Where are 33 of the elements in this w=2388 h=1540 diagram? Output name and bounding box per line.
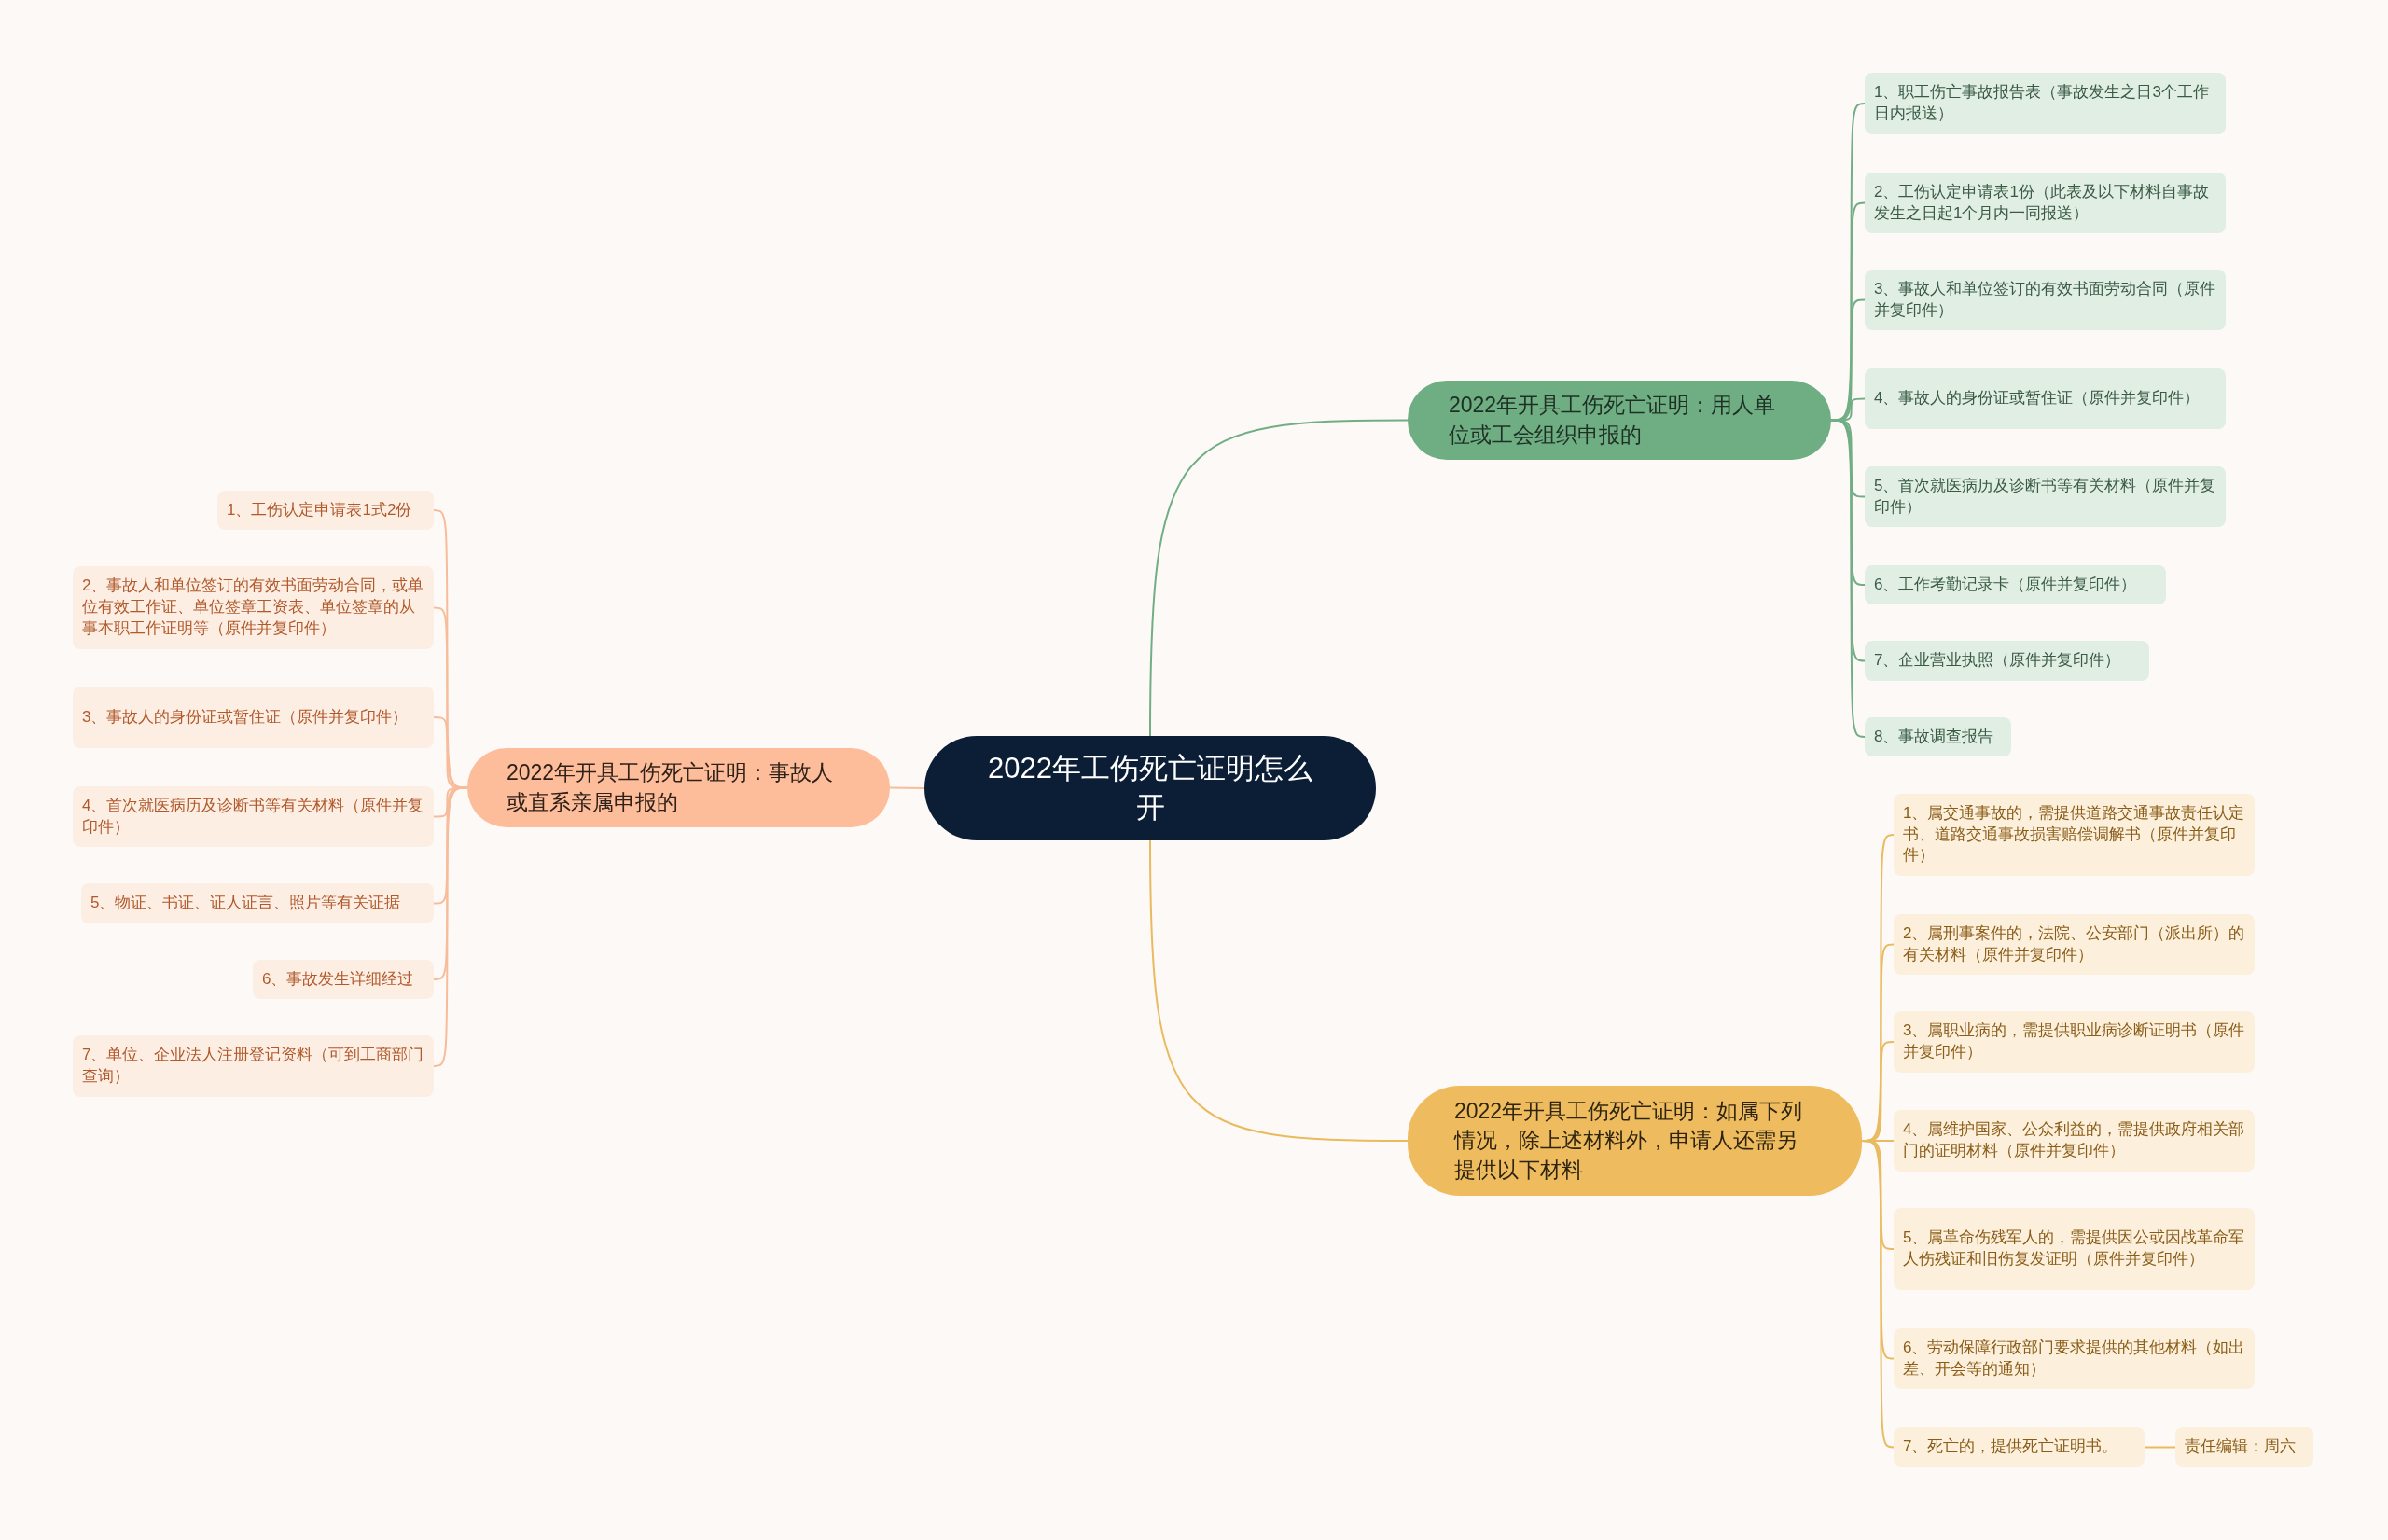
item-card: 7、单位、企业法人注册登记资料（可到工商部门查询） [73,1035,434,1097]
central-topic: 2022年工伤死亡证明怎么开 [924,736,1376,840]
item-card: 6、工作考勤记录卡（原件并复印件） [1865,565,2166,604]
item-card: 5、属革命伤残军人的，需提供因公或因战革命军人伤残证和旧伤复发证明（原件并复印件） [1894,1208,2255,1290]
connector-line [1149,419,1409,737]
connector-line [1861,1140,1895,1449]
item-card: 2、属刑事案件的，法院、公安部门（派出所）的有关材料（原件并复印件） [1894,914,2255,975]
item-card: 5、物证、书证、证人证言、照片等有关证据 [81,883,434,923]
item-card: 1、工伤认定申请表1式2份 [217,491,434,530]
item-card: 责任编辑：周六 [2175,1427,2313,1467]
item-card: 4、首次就医病历及诊断书等有关材料（原件并复印件） [73,786,434,847]
connector-line [1830,419,1866,738]
item-card: 7、企业营业执照（原件并复印件） [1865,641,2149,681]
branch-topic: 2022年开具工伤死亡证明：如属下列情况，除上述材料外，申请人还需另提供以下材料 [1408,1086,1862,1196]
item-card: 2、工伤认定申请表1份（此表及以下材料自事故发生之日起1个月内一同报送） [1865,173,2226,233]
item-card: 3、属职业病的，需提供职业病诊断证明书（原件并复印件） [1894,1011,2255,1073]
connector-line [889,786,925,789]
connector-line [2144,1446,2176,1449]
connector-line [1149,839,1409,1142]
item-card: 4、属维护国家、公众利益的，需提供政府相关部门的证明材料（原件并复印件） [1894,1110,2255,1172]
item-card: 1、属交通事故的，需提供道路交通事故责任认定书、道路交通事故损害赔偿调解书（原件并复印件） [1894,794,2255,876]
branch-topic: 2022年开具工伤死亡证明：用人单位或工会组织申报的 [1408,381,1831,460]
item-card: 7、死亡的，提供死亡证明书。 [1894,1427,2145,1467]
item-card: 3、事故人和单位签订的有效书面劳动合同（原件并复印件） [1865,270,2226,330]
item-card: 2、事故人和单位签订的有效书面劳动合同，或单位有效工作证、单位签章工资表、单位签章的从事本职工作证明等（原件并复印件） [73,566,434,649]
item-card: 8、事故调查报告 [1865,717,2011,756]
item-card: 6、事故发生详细经过 [253,960,434,999]
item-card: 1、职工伤亡事故报告表（事故发生之日3个工作日内报送） [1865,73,2226,134]
item-card: 4、事故人的身份证或暂住证（原件并复印件） [1865,368,2226,429]
item-card: 3、事故人的身份证或暂住证（原件并复印件） [73,687,434,748]
item-card: 6、劳动保障行政部门要求提供的其他材料（如出差、开会等的通知） [1894,1328,2255,1389]
branch-topic: 2022年开具工伤死亡证明：事故人或直系亲属申报的 [467,748,890,827]
item-card: 5、首次就医病历及诊断书等有关材料（原件并复印件） [1865,466,2226,527]
